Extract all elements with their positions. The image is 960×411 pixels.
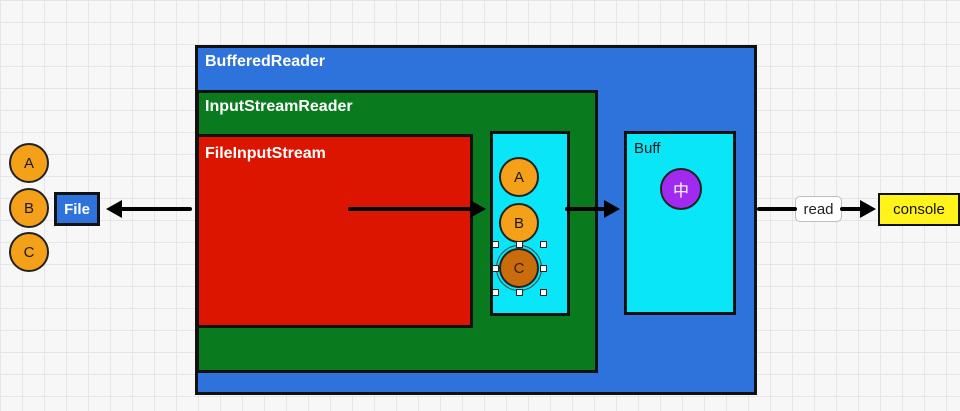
byte-b-circle[interactable]: B [9, 188, 49, 228]
selection-handle[interactable] [492, 265, 499, 272]
byte-a-circle[interactable]: A [9, 143, 49, 183]
buff-label: Buff [634, 140, 661, 157]
byte-c-circle[interactable]: C [9, 232, 49, 272]
console-box[interactable]: console [878, 193, 960, 226]
read-label: read [795, 196, 842, 222]
selection-handle[interactable] [516, 289, 523, 296]
buffer-byte-c-circle-selected[interactable]: C [496, 245, 542, 291]
selection-handle[interactable] [540, 241, 547, 248]
char-zhong-circle[interactable]: 中 [660, 168, 702, 210]
arrow-to-byte-buffer-head [470, 200, 486, 218]
file-box[interactable]: File [54, 192, 100, 226]
buffered-reader-label: BufferedReader [205, 53, 326, 70]
selection-handle[interactable] [540, 265, 547, 272]
buffer-byte-a-circle[interactable]: A [499, 157, 539, 197]
selection-handle[interactable] [492, 241, 499, 248]
file-input-stream-label: FileInputStream [205, 145, 326, 162]
arrow-to-file-head [106, 200, 122, 218]
input-stream-reader-label: InputStreamReader [205, 98, 353, 115]
arrow-to-buff-head [604, 200, 620, 218]
arrow-to-console-head [860, 200, 876, 218]
buffer-byte-b-circle[interactable]: B [499, 203, 539, 243]
buff-box[interactable] [624, 131, 736, 315]
selection-handle[interactable] [540, 289, 547, 296]
file-input-stream-box[interactable] [196, 134, 473, 328]
selection-handle[interactable] [492, 289, 499, 296]
selection-handle[interactable] [516, 241, 523, 248]
